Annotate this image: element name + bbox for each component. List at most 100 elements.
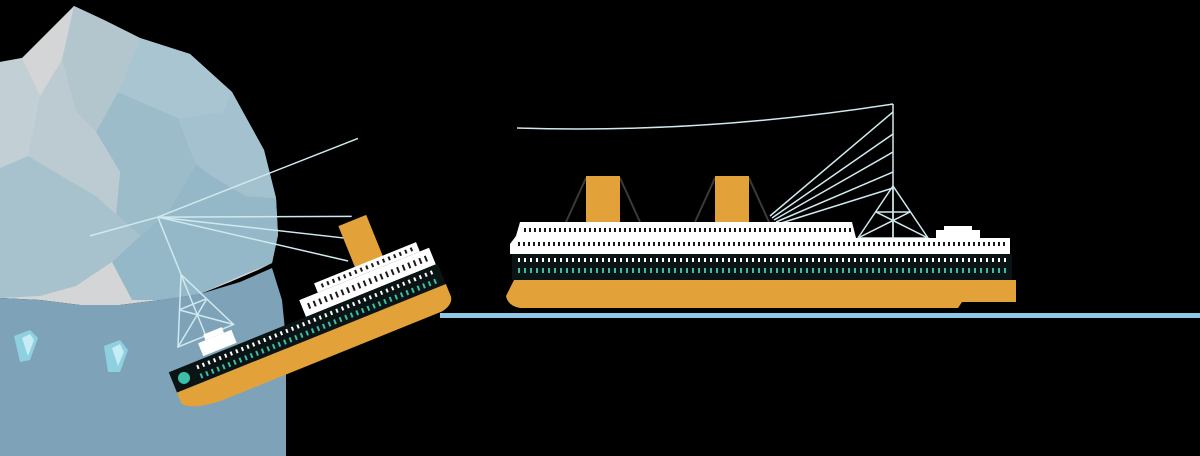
porthole-light <box>788 258 790 262</box>
porthole-light <box>402 281 406 287</box>
porthole <box>560 268 562 273</box>
porthole-light <box>235 349 239 354</box>
deck-window <box>684 228 686 232</box>
deck-window <box>554 228 556 232</box>
porthole <box>554 268 556 273</box>
rear-cabin-roof <box>944 226 972 230</box>
porthole <box>782 268 784 273</box>
porthole-light <box>998 258 1000 262</box>
deck-window <box>829 228 831 232</box>
deck-window <box>359 267 364 272</box>
porthole <box>914 268 916 273</box>
porthole <box>377 301 382 307</box>
deck-window <box>848 242 850 246</box>
porthole <box>433 278 437 285</box>
porthole <box>920 268 922 273</box>
deck-window <box>340 289 345 296</box>
deck-window <box>828 242 830 246</box>
deck-window <box>754 228 756 232</box>
deck-window <box>679 228 681 232</box>
porthole <box>842 268 844 273</box>
iceberg-facet <box>118 38 232 118</box>
deck-window <box>634 228 636 232</box>
deck-window <box>648 242 650 246</box>
porthole-light <box>224 353 228 358</box>
porthole-light <box>620 258 622 262</box>
deck-window <box>888 242 890 246</box>
porthole-light <box>324 313 328 318</box>
porthole-light <box>680 258 682 262</box>
porthole-light <box>418 274 423 280</box>
deck-window <box>346 286 351 294</box>
deck-window <box>819 228 821 232</box>
deck-window <box>538 242 540 246</box>
deck-window <box>719 228 721 232</box>
deck-window <box>409 247 414 252</box>
porthole-light <box>782 258 784 262</box>
porthole-light <box>992 258 994 262</box>
deck-window <box>609 228 611 232</box>
deck-window <box>789 228 791 232</box>
porthole <box>360 307 365 314</box>
deck-window <box>953 242 955 246</box>
porthole-light <box>196 364 200 370</box>
deck-window <box>663 242 665 246</box>
porthole-light <box>806 258 808 262</box>
porthole-light <box>932 258 934 262</box>
porthole <box>776 268 778 273</box>
deck-window <box>658 242 660 246</box>
porthole-light <box>201 362 206 367</box>
deck-window <box>873 242 875 246</box>
deck-window <box>351 284 356 292</box>
deck-window <box>928 242 930 246</box>
deck-window <box>608 242 610 246</box>
deck-window <box>759 228 761 232</box>
deck-window <box>693 242 695 246</box>
porthole <box>926 268 928 273</box>
deck-window <box>718 242 720 246</box>
porthole <box>221 364 226 370</box>
porthole <box>299 332 304 339</box>
deck-window <box>958 242 960 246</box>
porthole-light <box>578 258 580 262</box>
porthole-light <box>385 288 389 293</box>
porthole <box>524 268 526 273</box>
deck-window <box>744 228 746 232</box>
deck-window <box>564 228 566 232</box>
porthole <box>388 296 393 303</box>
deck-window <box>978 242 980 246</box>
funnel-icon <box>338 214 385 273</box>
deck-window <box>743 242 745 246</box>
deck-window <box>588 242 590 246</box>
porthole-light <box>614 258 616 262</box>
deck-window <box>689 228 691 232</box>
porthole <box>968 268 970 273</box>
deck-window <box>878 242 880 246</box>
deck-window <box>331 278 336 284</box>
deck-window <box>603 242 605 246</box>
deck-window <box>390 268 395 276</box>
porthole <box>980 268 982 273</box>
funnel-stays <box>565 177 770 223</box>
porthole-light <box>542 258 544 262</box>
porthole-light <box>626 258 628 262</box>
deck-window <box>988 242 990 246</box>
deck-window <box>738 242 740 246</box>
porthole <box>872 268 874 273</box>
porthole <box>908 268 910 273</box>
porthole <box>602 268 604 273</box>
porthole-light <box>854 258 856 262</box>
porthole-light <box>279 331 284 336</box>
deck-window <box>844 228 846 232</box>
deck-window <box>548 242 550 246</box>
deck-window <box>568 242 570 246</box>
porthole <box>405 289 410 296</box>
porthole-light <box>407 279 411 284</box>
deck-window <box>628 242 630 246</box>
porthole-light <box>710 258 712 262</box>
porthole <box>260 348 265 354</box>
deck-window <box>749 228 751 232</box>
deck-window <box>544 228 546 232</box>
porthole-light <box>560 258 562 262</box>
